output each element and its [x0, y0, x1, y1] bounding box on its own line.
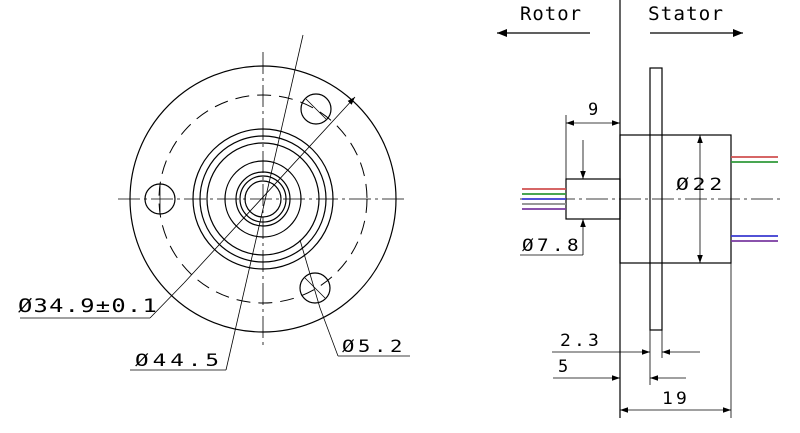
stator-wires-bottom [731, 235, 778, 242]
dim-2-3: 2.3 [552, 330, 700, 385]
bolt-circle [158, 94, 368, 304]
direction-arrows: Rotor Stator [497, 3, 743, 37]
mounting-holes [144, 93, 332, 304]
dim-19-label: 19 [662, 389, 690, 409]
dim-stator-diameter: Ø22 [676, 135, 726, 263]
rotor-label: Rotor [520, 3, 582, 25]
side-view: Rotor Stator 9 Ø7.8 Ø2 [497, 0, 780, 418]
dim-rotor-diameter: Ø7.8 [520, 140, 586, 256]
hole-diameter-label: Ø5.2 [342, 337, 406, 357]
stator-label: Stator [648, 3, 724, 25]
front-centerlines [118, 34, 408, 371]
front-leaders [20, 96, 410, 371]
mounting-hole [300, 93, 332, 125]
mounting-hole [144, 183, 176, 215]
dim-2-3-label: 2.3 [560, 331, 602, 351]
mounting-hole [299, 272, 331, 304]
dim-9: 9 [565, 100, 621, 179]
dim-19: 19 [620, 263, 732, 418]
rotor-diameter-label: Ø7.8 [522, 236, 582, 256]
front-view: Ø34.9±0.1 Ø44.5 Ø5.2 [18, 34, 410, 371]
dim-5: 5 [553, 357, 686, 381]
outer-diameter-label: Ø44.5 [135, 351, 223, 371]
outer-flange-circle [129, 65, 397, 333]
stator-flange [649, 67, 663, 331]
dim-9-label: 9 [588, 100, 601, 120]
bolt-circle-diameter-label: Ø34.9±0.1 [18, 295, 158, 317]
stator-diameter-label: Ø22 [676, 175, 726, 195]
dim-5-label: 5 [558, 357, 571, 377]
rotor-wires [522, 188, 566, 210]
front-inner-rings [192, 128, 334, 270]
stator-wires-top [731, 156, 778, 163]
